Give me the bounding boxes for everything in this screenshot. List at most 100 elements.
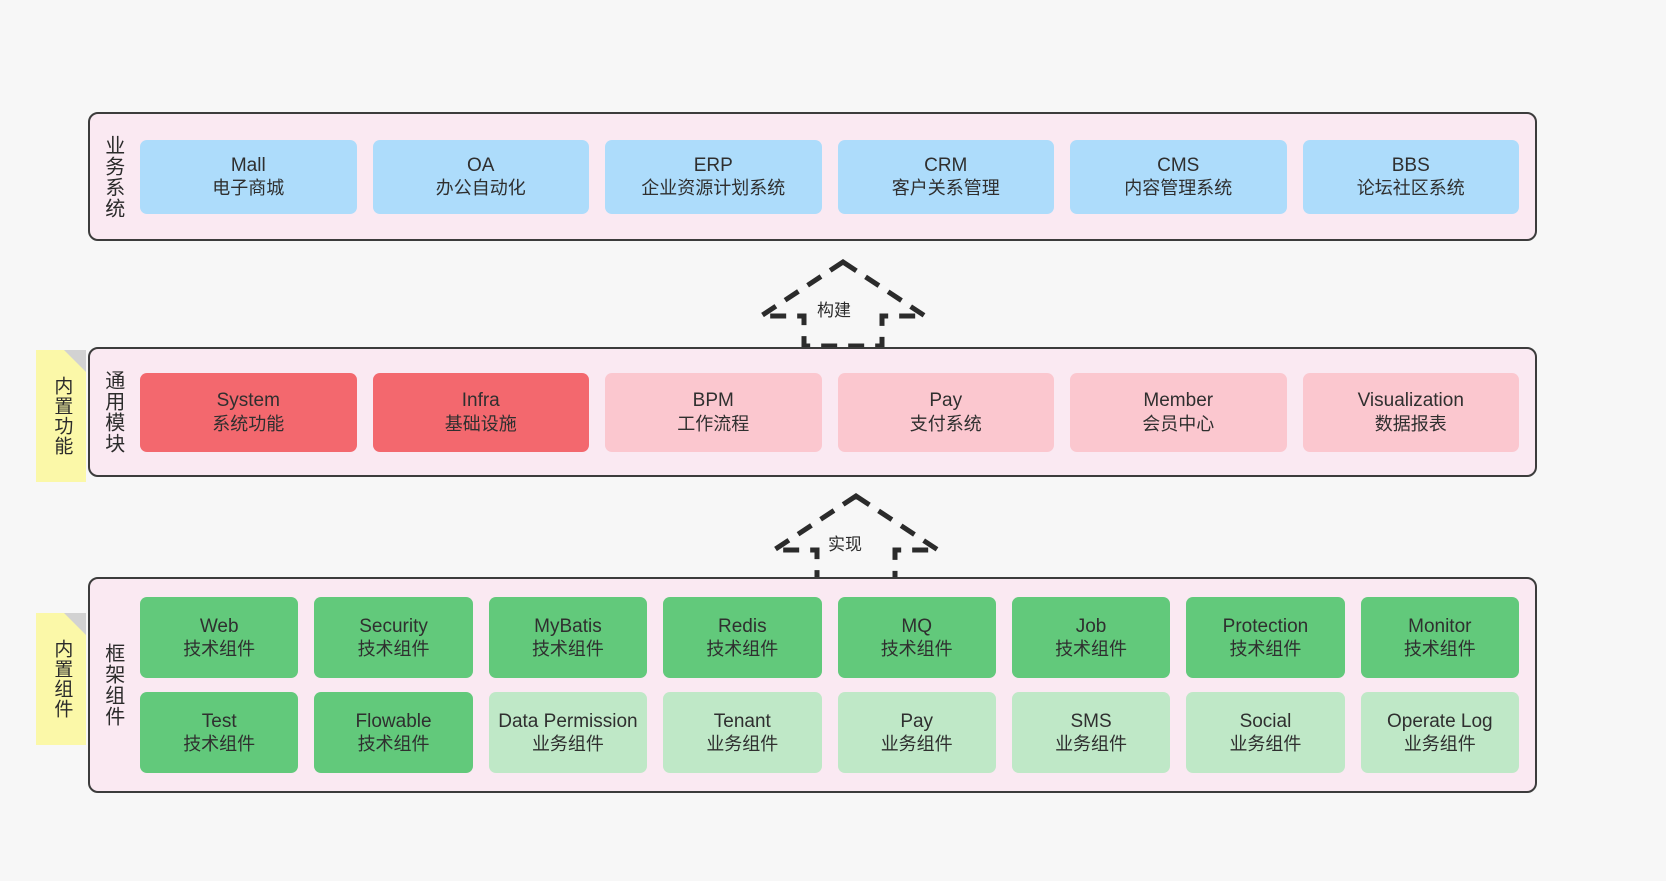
layer-body-common-module: System 系统功能 Infra 基础设施 BPM 工作流程 Pay 支付系统…: [134, 349, 1535, 475]
card-title-cn: 业务组件: [1055, 734, 1128, 755]
card-redis[interactable]: Redis 技术组件: [663, 597, 822, 678]
card-title-en: Social: [1239, 710, 1292, 732]
card-title-en: Monitor: [1408, 615, 1472, 637]
layer-framework-component: 框架组件 Web 技术组件 Security 技术组件 MyBatis 技术组件…: [88, 577, 1537, 793]
card-mq[interactable]: MQ 技术组件: [837, 597, 996, 678]
card-title-cn: 技术组件: [183, 639, 256, 660]
card-title-cn: 办公自动化: [435, 178, 526, 199]
card-row: System 系统功能 Infra 基础设施 BPM 工作流程 Pay 支付系统…: [140, 372, 1519, 452]
card-title-cn: 技术组件: [1055, 639, 1128, 660]
card-title-en: MQ: [901, 615, 932, 637]
card-web[interactable]: Web 技术组件: [140, 597, 299, 678]
card-oa[interactable]: OA 办公自动化: [372, 139, 589, 214]
card-title-cn: 业务组件: [531, 734, 604, 755]
card-title-en: Redis: [718, 615, 767, 637]
card-title-en: Visualization: [1357, 390, 1464, 412]
build-arrow: 构建: [752, 258, 934, 349]
card-title-cn: 业务组件: [1229, 734, 1302, 755]
card-title-cn: 论坛社区系统: [1356, 178, 1465, 199]
card-sms[interactable]: SMS 业务组件: [1011, 692, 1171, 773]
card-infra[interactable]: Infra 基础设施: [372, 372, 589, 452]
card-title-cn: 业务组件: [880, 734, 953, 755]
card-title-en: SMS: [1070, 710, 1112, 732]
card-title-en: OA: [467, 154, 495, 176]
card-row: Test 技术组件 Flowable 技术组件 Data Permission …: [140, 692, 1519, 773]
card-title-en: ERP: [693, 154, 733, 176]
card-pay[interactable]: Pay 支付系统: [837, 372, 1054, 452]
card-row: Mall 电子商城 OA 办公自动化 ERP 企业资源计划系统 CRM 客户关系…: [140, 139, 1519, 214]
card-title-cn: 技术组件: [1229, 639, 1302, 660]
card-title-en: Tenant: [713, 710, 771, 732]
card-title-en: CMS: [1157, 154, 1200, 176]
card-monitor[interactable]: Monitor 技术组件: [1360, 597, 1519, 678]
card-title-cn: 电子商城: [212, 178, 285, 199]
card-title-en: Member: [1143, 390, 1214, 412]
card-title-en: System: [216, 390, 280, 412]
card-title-cn: 会员中心: [1142, 413, 1215, 434]
card-title-cn: 基础设施: [444, 413, 517, 434]
card-system[interactable]: System 系统功能: [140, 372, 357, 452]
card-title-en: Job: [1075, 615, 1107, 637]
layer-body-framework-component: Web 技术组件 Security 技术组件 MyBatis 技术组件 Redi…: [134, 579, 1535, 791]
card-title-cn: 技术组件: [183, 734, 256, 755]
card-mall[interactable]: Mall 电子商城: [140, 139, 357, 214]
card-title-cn: 技术组件: [880, 639, 953, 660]
layer-title-business-system: 业务系统: [101, 134, 124, 219]
layer-title-common-module: 通用模块: [101, 370, 124, 454]
card-title-cn: 客户关系管理: [891, 178, 1000, 199]
layer-title-framework-component: 框架组件: [101, 643, 124, 727]
card-title-en: Infra: [461, 390, 500, 412]
card-title-en: Operate Log: [1386, 710, 1493, 732]
card-title-en: Security: [359, 615, 428, 637]
card-security[interactable]: Security 技术组件: [314, 597, 473, 678]
implement-arrow: 实现: [765, 492, 947, 583]
card-crm[interactable]: CRM 客户关系管理: [837, 139, 1054, 214]
card-title-cn: 技术组件: [531, 639, 604, 660]
card-data-permission[interactable]: Data Permission 业务组件: [488, 692, 648, 773]
card-cms[interactable]: CMS 内容管理系统: [1070, 139, 1287, 214]
card-pay-business[interactable]: Pay 业务组件: [837, 692, 996, 773]
card-title-en: Pay: [929, 390, 963, 412]
card-title-en: Flowable: [355, 710, 432, 732]
card-row: Web 技术组件 Security 技术组件 MyBatis 技术组件 Redi…: [140, 597, 1519, 678]
card-title-cn: 技术组件: [357, 639, 430, 660]
card-title-en: Pay: [900, 710, 934, 732]
card-tenant[interactable]: Tenant 业务组件: [663, 692, 822, 773]
layer-common-module: 通用模块 System 系统功能 Infra 基础设施 BPM 工作流程 Pay…: [88, 347, 1537, 477]
card-title-en: Test: [201, 710, 237, 732]
card-title-cn: 工作流程: [677, 413, 750, 434]
card-title-en: Mall: [230, 154, 266, 176]
card-social[interactable]: Social 业务组件: [1186, 692, 1345, 773]
card-job[interactable]: Job 技术组件: [1011, 597, 1171, 678]
card-bpm[interactable]: BPM 工作流程: [605, 372, 822, 452]
card-title-en: BPM: [692, 390, 734, 412]
card-title-en: Data Permission: [498, 710, 638, 732]
card-title-cn: 数据报表: [1374, 413, 1447, 434]
layer-business-system: 业务系统 Mall 电子商城 OA 办公自动化 ERP 企业资源计划系统 CRM…: [88, 112, 1537, 241]
card-title-en: Protection: [1222, 615, 1309, 637]
card-title-en: Web: [199, 615, 239, 637]
card-title-cn: 支付系统: [909, 413, 982, 434]
card-visualization[interactable]: Visualization 数据报表: [1302, 372, 1519, 452]
note-label: 内置功能: [51, 376, 73, 456]
card-title-en: MyBatis: [534, 615, 602, 637]
note-builtin-function: 内置功能: [36, 350, 86, 482]
note-label: 内置组件: [51, 639, 73, 719]
card-title-cn: 业务组件: [1403, 734, 1476, 755]
layer-body-business-system: Mall 电子商城 OA 办公自动化 ERP 企业资源计划系统 CRM 客户关系…: [134, 114, 1535, 239]
card-member[interactable]: Member 会员中心: [1070, 372, 1287, 452]
card-operate-log[interactable]: Operate Log 业务组件: [1360, 692, 1519, 773]
card-title-cn: 技术组件: [706, 639, 779, 660]
card-bbs[interactable]: BBS 论坛社区系统: [1302, 139, 1519, 214]
card-title-cn: 内容管理系统: [1124, 178, 1233, 199]
card-title-cn: 技术组件: [1403, 639, 1476, 660]
card-title-cn: 技术组件: [357, 734, 430, 755]
card-mybatis[interactable]: MyBatis 技术组件: [488, 597, 648, 678]
card-protection[interactable]: Protection 技术组件: [1186, 597, 1345, 678]
implement-arrow-label: 实现: [828, 535, 862, 554]
card-flowable[interactable]: Flowable 技术组件: [314, 692, 473, 773]
card-test[interactable]: Test 技术组件: [140, 692, 299, 773]
card-erp[interactable]: ERP 企业资源计划系统: [605, 139, 822, 214]
card-title-en: BBS: [1391, 154, 1430, 176]
